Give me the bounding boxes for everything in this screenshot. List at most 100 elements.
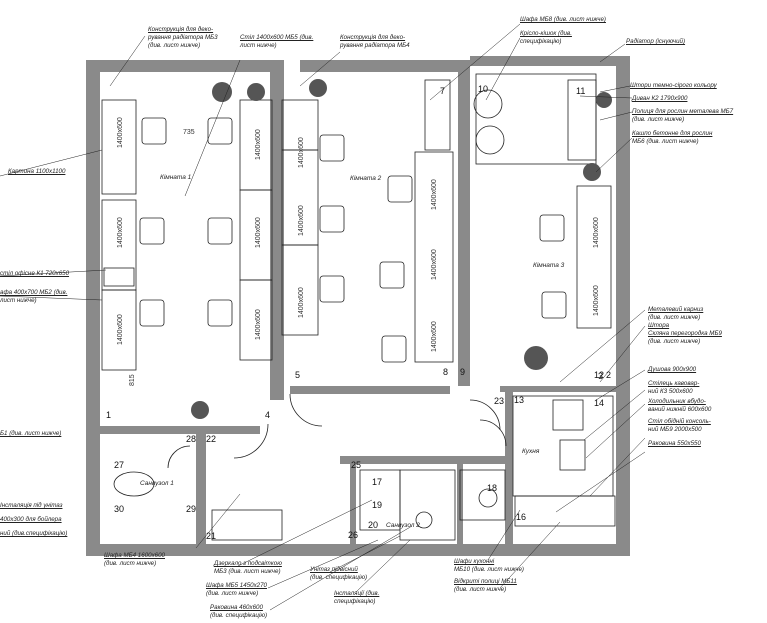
label-open-shelves-2: (див. лист нижче)	[454, 586, 507, 593]
marker-10: 10	[478, 84, 489, 94]
label-desk-mb5-2: лист нижче)	[240, 42, 277, 49]
label-radiator-mb4-2: рування радіатора МБ4	[340, 42, 410, 49]
label-curtain-rail: Металевий карниз	[648, 306, 704, 313]
marker-3: 3	[598, 371, 604, 381]
label-cabinet-mb5: Шафа МБ5 1450х270	[206, 582, 267, 589]
label-shower: Душова 900х900	[648, 366, 697, 373]
label-cabinet-mb2: афа 400х700 МБ2 (див.	[0, 289, 68, 296]
label-mirror: Дзеркало з подсвіткою	[214, 560, 282, 567]
marker-25: 25	[351, 460, 362, 470]
label-curtain: Штора	[648, 322, 670, 329]
label-fridge-2: ваний нижній 600х600	[648, 406, 712, 413]
label-cabinet-mb4: Шафа МБ4 1600х600	[104, 552, 165, 559]
marker-8: 8	[443, 367, 449, 377]
bathroom-1-name: Санвузол 1	[140, 480, 174, 487]
label-boiler: 400х300 для бойлера	[0, 516, 62, 523]
label-sink-460: Раковина 460х600	[210, 604, 263, 611]
desk-label: 1400х600	[431, 179, 438, 210]
label-plant-shelf: Полиця для рослин металева МБ7	[632, 108, 734, 115]
desk-label: 1400х600	[117, 117, 124, 148]
label-spec: ний (див.специфікацію)	[0, 530, 68, 537]
label-mb1: Б1 (див. лист нижче)	[0, 430, 62, 437]
label-radiator-mb3-3: (див. лист нижче)	[148, 42, 201, 49]
desk-label: 1400х600	[431, 249, 438, 280]
room-3-name: Кімната 3	[533, 262, 565, 269]
room-2-name: Кімната 2	[350, 175, 382, 182]
outer-walls	[86, 56, 630, 556]
bathroom-2-name: Санвузол 2	[386, 522, 420, 529]
label-cabinet-mb5-2: (див. лист нижче)	[206, 590, 259, 597]
marker-16: 16	[516, 512, 527, 522]
marker-28: 28	[186, 434, 197, 444]
label-curtain-rail-2: (див. лист нижче)	[648, 314, 701, 321]
label-office-desk: стіл офісне К1 720х650	[0, 270, 70, 277]
label-toilet: Унітаз підвісний	[310, 566, 358, 573]
label-dining-table: Стіл обідній консоль-	[648, 418, 711, 425]
dimension-815: 815	[129, 374, 136, 386]
dimension-735: 735	[183, 129, 195, 136]
label-radiator-mb3-2: рування радіатора МБ3	[148, 34, 218, 41]
marker-26: 26	[348, 530, 359, 540]
desk-label: 1400х600	[593, 285, 600, 316]
marker-30: 30	[114, 504, 125, 514]
desk-label: 1400х600	[593, 217, 600, 248]
desk-label: 1400х600	[298, 137, 305, 168]
label-cabinet-mb8: Шафа МБ8 (див. лист нижче)	[520, 16, 606, 23]
marker-12: 12	[594, 370, 605, 380]
kitchen-name: Кухня	[522, 448, 540, 455]
label-cabinet-mb2-2: лист нижче)	[0, 297, 37, 304]
label-radiator: Радіатор (існуючий)	[626, 38, 686, 45]
marker-22: 22	[206, 434, 217, 444]
marker-7: 7	[440, 86, 446, 96]
marker-13: 13	[514, 395, 525, 405]
desk-label: 1400х600	[431, 321, 438, 352]
label-painting: Картина 1100х1100	[8, 168, 66, 175]
label-armchair: Крісло-кішок (див.	[520, 30, 572, 37]
marker-9: 9	[460, 367, 466, 377]
marker-18: 18	[487, 483, 498, 493]
label-sink-460-2: (див. специфікацію)	[210, 612, 268, 619]
label-radiator-mb3: Конструкція для деко-	[148, 26, 214, 33]
marker-29: 29	[186, 504, 197, 514]
marker-14: 14	[594, 398, 605, 408]
label-plant-shelf-2: (див. лист нижче)	[632, 116, 685, 123]
room-1-name: Кімната 1	[160, 174, 192, 181]
label-installation: Інсталяція під унітаз	[0, 502, 63, 509]
marker-17: 17	[372, 477, 383, 487]
label-cabinet-mb4-2: (див. лист нижче)	[104, 560, 157, 567]
marker-2: 2	[606, 370, 612, 380]
desk-labels: 1400х600 1400х600 1400х600 1400х600 1400…	[117, 117, 600, 386]
marker-5: 5	[295, 370, 301, 380]
label-toilet-2: (див. специфікацію)	[310, 574, 368, 581]
label-glass-partition-2: (див. лист нижче)	[648, 338, 701, 345]
label-open-shelves: Відкриті полиці МБ11	[454, 578, 517, 585]
marker-4: 4	[265, 410, 271, 420]
marker-19: 19	[372, 500, 383, 510]
label-fridge: Холодильник вбудо-	[648, 398, 706, 405]
label-kitchen-cabinets: Шафи кухонні	[454, 558, 495, 565]
desk-label: 1400х600	[255, 129, 262, 160]
label-armchair-2: специфікацію)	[520, 38, 562, 45]
label-kitchen-cabinets-2: МБ10 (див. лист нижче)	[454, 566, 524, 573]
label-kitchen-sink: Раковина 550х550	[648, 440, 701, 447]
marker-11: 11	[576, 86, 586, 96]
marker-20: 20	[368, 520, 379, 530]
label-curtains: Штори темно-сірого кольору	[630, 82, 717, 89]
marker-21: 21	[206, 531, 217, 541]
label-radiator-mb4: Конструкція для деко-	[340, 34, 406, 41]
marker-23: 23	[494, 396, 505, 406]
label-planter-2: МБ6 (див. лист нижче)	[632, 138, 699, 145]
label-glass-partition: Скляна перегородка МБ9	[648, 330, 722, 337]
label-mirror-2: МБ3 (див. лист нижче)	[214, 568, 281, 575]
desk-label: 1400х600	[255, 309, 262, 340]
desk-label: 1400х600	[255, 217, 262, 248]
label-installations: Інсталяції (див.	[334, 590, 380, 597]
label-planter: Кашпо бетонне для рослин	[632, 130, 713, 137]
desk-label: 1400х600	[298, 287, 305, 318]
marker-1: 1	[106, 410, 112, 420]
desk-label: 1400х600	[117, 217, 124, 248]
label-desk-mb5: Стіл 1400х600 МБ5 (див.	[240, 34, 314, 41]
label-coffee-stool: Стілець кавовар-	[648, 380, 700, 387]
